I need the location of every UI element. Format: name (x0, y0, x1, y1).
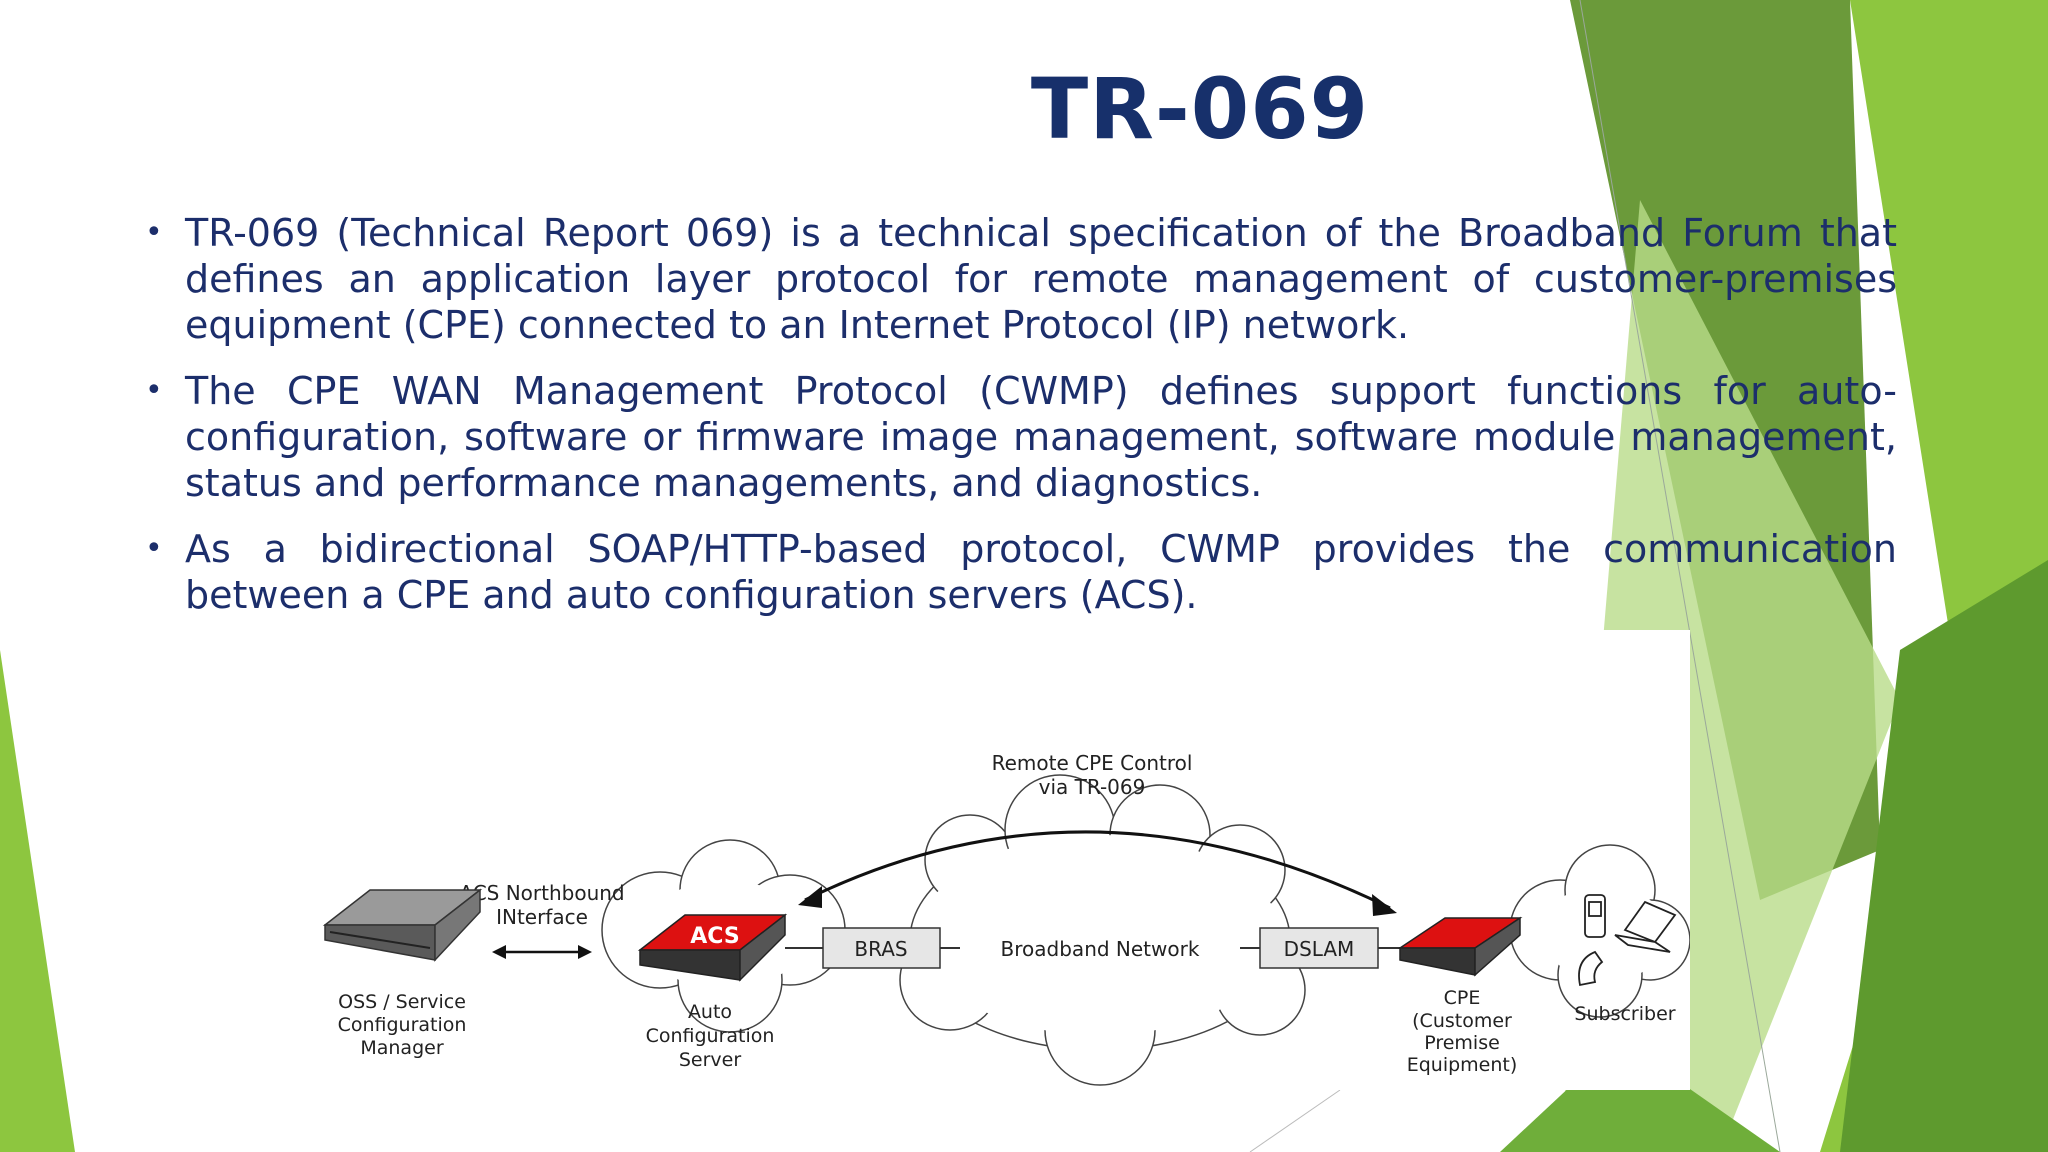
broadband-network-label: Broadband Network (1001, 937, 1200, 961)
phone-icon (1584, 894, 1606, 938)
acs-label: Configuration (646, 1025, 775, 1047)
bullet-dot-icon: • (145, 373, 163, 408)
bullet-text: TR-069 (Technical Report 069) is a techn… (185, 211, 1897, 347)
bras-label: BRAS (854, 937, 907, 961)
bullet-item: • The CPE WAN Management Protocol (CWMP)… (145, 368, 1897, 506)
bullet-list: • TR-069 (Technical Report 069) is a tec… (145, 210, 1897, 638)
dslam-label: DSLAM (1284, 937, 1355, 961)
oss-label: Manager (360, 1037, 443, 1059)
laptop-icon (1614, 900, 1677, 953)
bullet-text: As a bidirectional SOAP/HTTP-based proto… (185, 527, 1897, 617)
slide-title: TR-069 (1030, 60, 1370, 158)
bullet-dot-icon: • (145, 215, 163, 250)
tr069-network-diagram: Remote CPE Control via TR-069 ACS Northb… (230, 630, 1690, 1090)
broadband-cloud-icon (899, 774, 1306, 1086)
bg-right-dark-shape (1840, 560, 2048, 1152)
oss-label: OSS / Service (338, 991, 466, 1013)
cpe-label: (Customer (1412, 1010, 1512, 1032)
cpe-label: Premise (1424, 1032, 1500, 1054)
bullet-item: • TR-069 (Technical Report 069) is a tec… (145, 210, 1897, 348)
northbound-label: INterface (496, 905, 588, 929)
acs-label: Auto (688, 1001, 732, 1023)
northbound-label: ACS Northbound (459, 881, 624, 905)
oss-server-icon (322, 888, 483, 962)
acs-badge-label: ACS (690, 924, 739, 949)
bras-box (822, 927, 941, 969)
bullet-dot-icon: • (145, 531, 163, 566)
cpe-device-icon (1397, 916, 1523, 977)
acs-server-icon (637, 913, 788, 982)
handset-icon (1578, 950, 1604, 987)
arc-arrowhead-right-icon (1372, 894, 1397, 916)
northbound-arrowhead-left-icon (492, 945, 506, 959)
remote-control-label: Remote CPE Control (992, 751, 1193, 775)
arc-arrowhead-left-icon (798, 886, 822, 908)
cpe-label: Equipment) (1407, 1054, 1518, 1076)
northbound-arrowhead-right-icon (578, 945, 592, 959)
tr069-arc-arrow (804, 830, 1391, 910)
subscriber-cloud-icon (1509, 844, 1690, 1018)
cpe-label: CPE (1444, 987, 1481, 1009)
subscriber-label: Subscriber (1574, 1003, 1675, 1025)
bullet-item: • As a bidirectional SOAP/HTTP-based pro… (145, 526, 1897, 618)
bg-thin-line (1579, 0, 1781, 1152)
remote-control-label: via TR-069 (1039, 775, 1146, 799)
bg-thin-line-2 (1249, 1089, 1341, 1152)
bg-bottom-green-shape (1500, 1040, 1780, 1152)
bullet-text: The CPE WAN Management Protocol (CWMP) d… (185, 369, 1897, 505)
bg-left-green-stripe (0, 650, 75, 1152)
acs-label: Server (679, 1049, 741, 1071)
oss-label: Configuration (338, 1014, 467, 1036)
dslam-box (1259, 927, 1379, 969)
